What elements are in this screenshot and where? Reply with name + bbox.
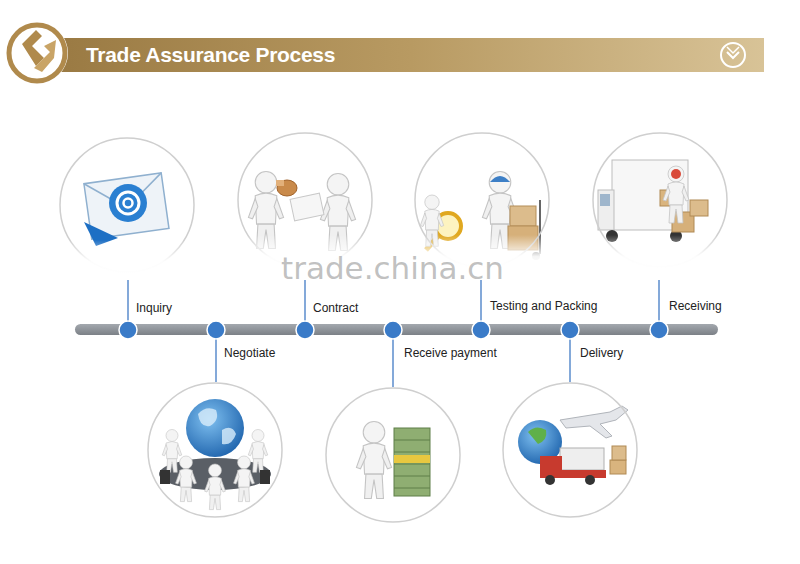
page-title: Trade Assurance Process	[86, 39, 335, 71]
step-circle: Receive payment	[325, 387, 461, 523]
circle-border	[60, 138, 194, 272]
step-label: Testing and Packing	[490, 298, 597, 314]
step-label: Delivery	[580, 345, 623, 361]
step-circle: Inquiry	[59, 137, 195, 273]
step-circle: Contract	[237, 132, 373, 268]
step-circle: Testing and Packing	[414, 132, 550, 268]
circle-outline	[414, 132, 550, 268]
step-circle: Receiving	[592, 132, 728, 268]
step-label: Contract	[313, 300, 358, 316]
circle-outline	[325, 387, 461, 523]
circle-outline	[502, 382, 638, 518]
step-circle: Delivery	[502, 382, 638, 518]
step-label: Inquiry	[136, 300, 172, 316]
circle-border	[148, 383, 282, 517]
circle-border	[326, 388, 460, 522]
circle-outline	[237, 132, 373, 268]
circle-border	[238, 133, 372, 267]
circle-border	[415, 133, 549, 267]
circle-border	[593, 133, 727, 267]
circle-outline	[592, 132, 728, 268]
step-label: Receiving	[669, 298, 722, 314]
circle-outline	[59, 137, 195, 273]
circle-border	[503, 383, 637, 517]
watermark: trade.china.cn	[281, 250, 504, 286]
circle-outline	[147, 382, 283, 518]
step-label: Negotiate	[224, 345, 275, 361]
step-label: Receive payment	[404, 345, 497, 361]
step-circle: Negotiate	[147, 382, 283, 518]
